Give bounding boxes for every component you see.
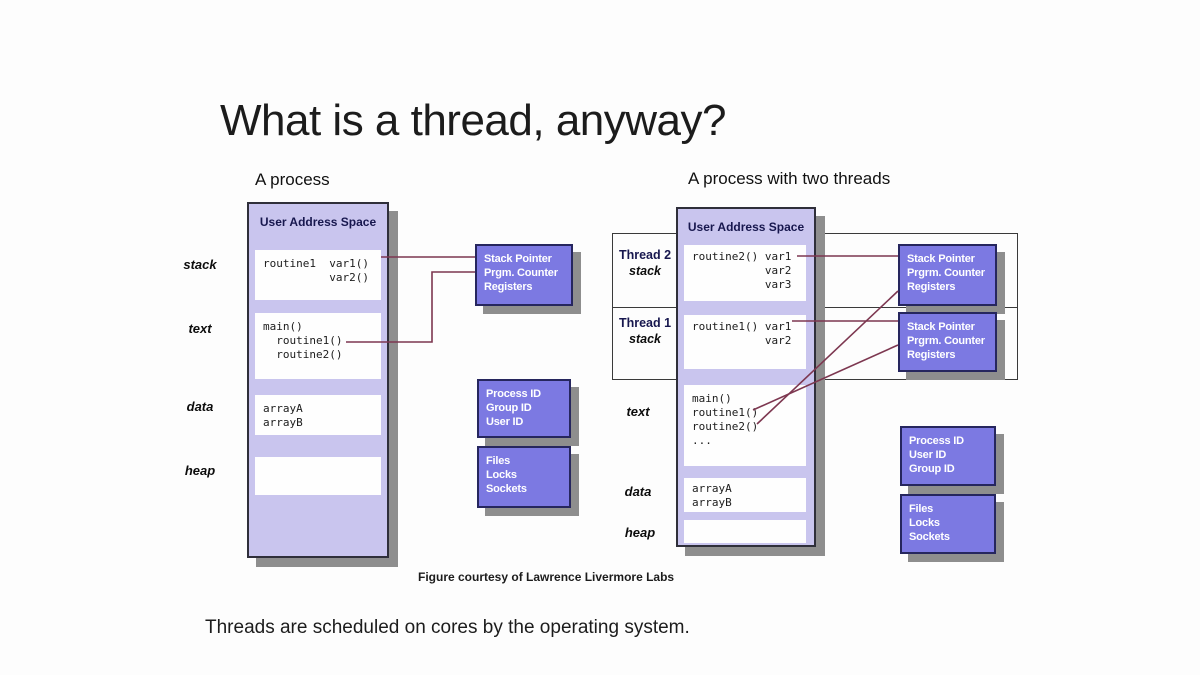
threaded-text-code: main() routine1() routine2() ... xyxy=(692,392,759,447)
label-text: text xyxy=(188,321,212,336)
process-stack-code: routine1 var1() var2() xyxy=(263,257,369,284)
process-address-space-title: User Address Space xyxy=(259,215,377,229)
thread1-stack-segment: routine1() var1 var2 xyxy=(684,315,806,369)
process-heading: A process xyxy=(255,170,330,189)
threaded-address-space-title: User Address Space xyxy=(687,220,805,234)
process-stack-segment: routine1 var1() var2() xyxy=(255,250,381,300)
thread1-section: stack xyxy=(629,332,661,346)
process-heap-segment xyxy=(255,457,381,495)
threaded-address-space: User Address Space routine2() var1 var2 … xyxy=(676,207,816,547)
threaded-heap-segment xyxy=(684,520,806,543)
thread1-label: Thread 1 stack xyxy=(612,316,678,346)
slide-title: What is a thread, anyway? xyxy=(220,96,726,145)
threaded-data-segment: arrayA arrayB xyxy=(684,478,806,512)
process-data-segment: arrayA arrayB xyxy=(255,395,381,435)
label-data: data xyxy=(186,399,214,414)
threaded-resources-box: Files Locks Sockets xyxy=(900,494,996,554)
process-text-code: main() routine1() routine2() xyxy=(263,320,343,361)
label-heap-right: heap xyxy=(624,525,656,540)
label-heap: heap xyxy=(184,463,216,478)
threaded-data-code: arrayA arrayB xyxy=(692,482,732,509)
figure-caption: Figure courtesy of Lawrence Livermore La… xyxy=(418,570,675,584)
thread1-name: Thread 1 xyxy=(618,316,672,330)
threaded-text-segment: main() routine1() routine2() ... xyxy=(684,385,806,466)
threaded-ids-box: Process ID User ID Group ID xyxy=(900,426,996,486)
thread2-label: Thread 2 stack xyxy=(612,248,678,278)
thread2-stack-segment: routine2() var1 var2 var3 xyxy=(684,245,806,301)
thread1-registers-box: Stack Pointer Prgrm. Counter Registers xyxy=(898,312,997,372)
threaded-process-heading: A process with two threads xyxy=(688,169,891,188)
thread2-registers-box: Stack Pointer Prgrm. Counter Registers xyxy=(898,244,997,306)
process-ids-box: Process ID Group ID User ID xyxy=(477,379,571,438)
thread1-stack-code: routine1() var1 var2 xyxy=(692,320,792,347)
label-stack: stack xyxy=(183,257,217,272)
process-address-space: User Address Space routine1 var1() var2(… xyxy=(247,202,389,558)
footer-text: Threads are scheduled on cores by the op… xyxy=(205,617,690,638)
label-text-right: text xyxy=(626,404,650,419)
process-text-segment: main() routine1() routine2() xyxy=(255,313,381,379)
label-data-right: data xyxy=(624,484,652,499)
process-data-code: arrayA arrayB xyxy=(263,402,303,429)
thread2-name: Thread 2 xyxy=(618,248,672,262)
process-resources-box: Files Locks Sockets xyxy=(477,446,571,508)
process-registers-box: Stack Pointer Prgm. Counter Registers xyxy=(475,244,573,306)
thread2-stack-code: routine2() var1 var2 var3 xyxy=(692,250,792,291)
thread2-section: stack xyxy=(629,264,661,278)
